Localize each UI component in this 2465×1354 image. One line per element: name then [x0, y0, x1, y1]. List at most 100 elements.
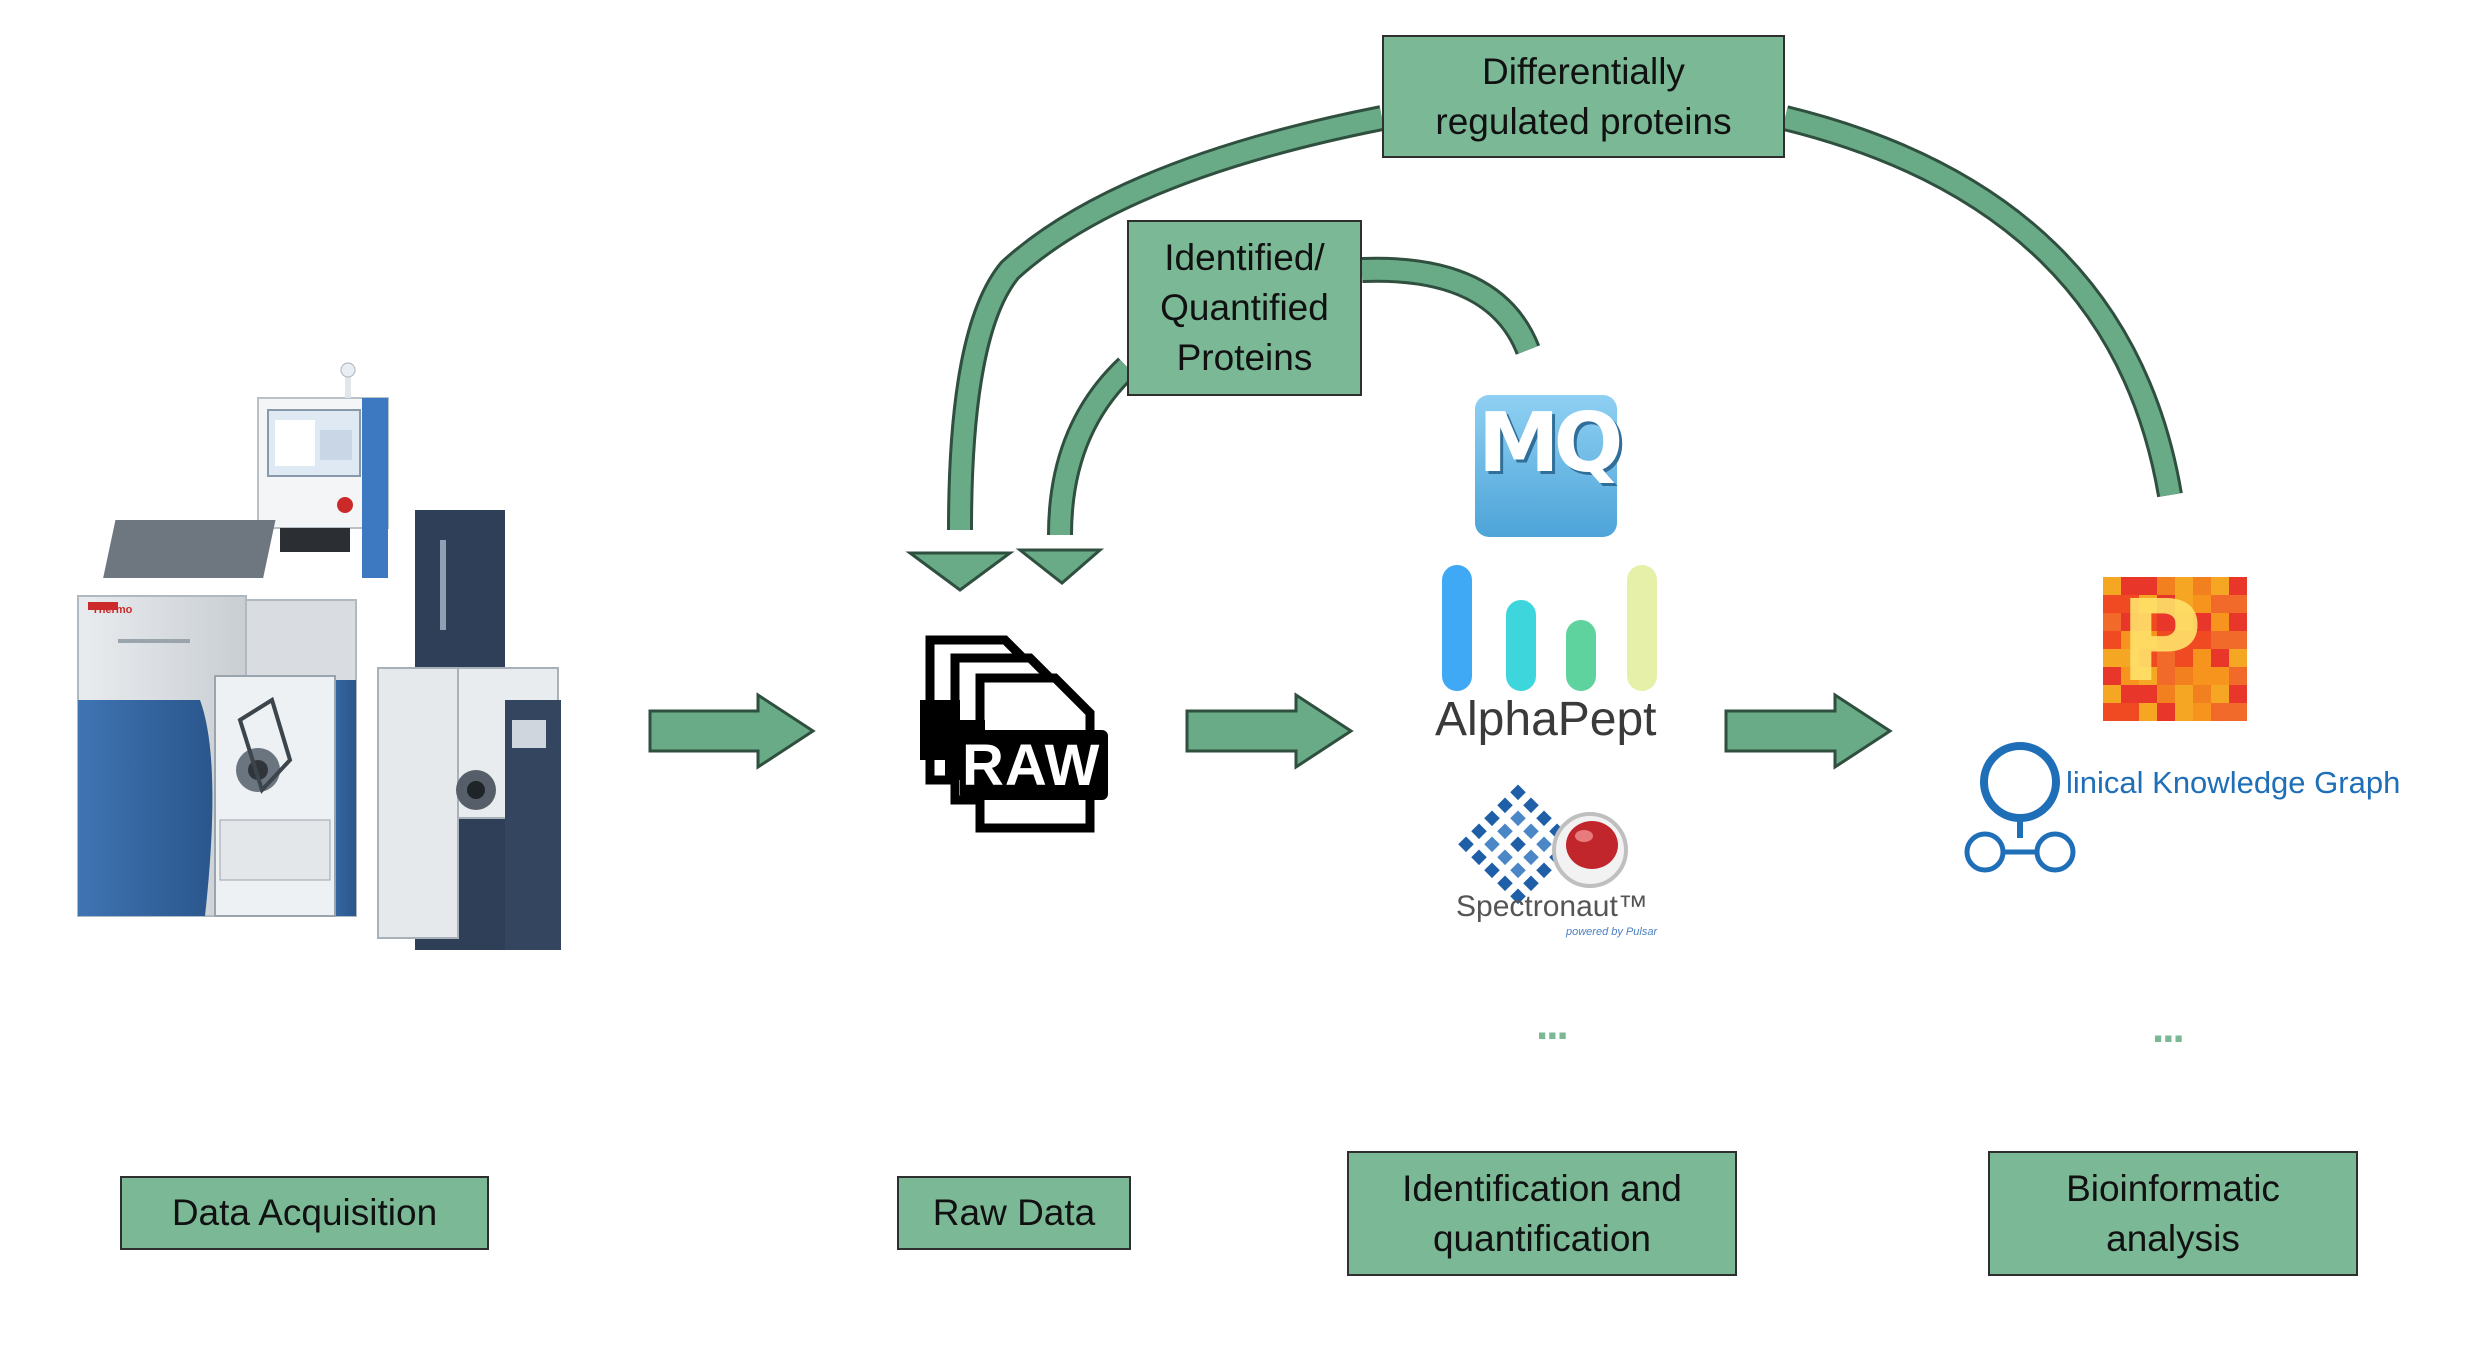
spectronaut-pixel: [1536, 836, 1552, 853]
raw-data-label: Raw Data: [932, 1192, 1096, 1234]
autosampler-unit: [103, 362, 389, 578]
flow-arrow-3: [1724, 692, 1893, 770]
more-analysis-ellipsis: ...: [2152, 1003, 2185, 1052]
p-logo-pixel: [2193, 613, 2211, 631]
maxquant-logo: [1475, 395, 1617, 537]
p-logo-pixel: [2229, 577, 2247, 595]
p-logo-pixel: [2229, 703, 2247, 721]
spectronaut-pixel: [1510, 810, 1526, 827]
identified-arrow-right-body: [1361, 259, 1538, 354]
spectronaut-pixel: [1510, 784, 1526, 801]
instrument-brand-label: Thermo: [92, 604, 133, 616]
p-logo-pixel: [2175, 595, 2193, 613]
p-logo-pixel: [2193, 631, 2211, 649]
spectronaut-pixel: [1523, 823, 1539, 840]
p-logo-pixel: [2211, 577, 2229, 595]
p-logo-pixel: [2193, 649, 2211, 667]
identified-quantified-box: Identified/ Quantified Proteins: [1127, 220, 1362, 396]
p-logo-pixel: [2157, 631, 2175, 649]
p-logo-pixel: [2157, 595, 2175, 613]
p-logo-pixel: [2139, 703, 2157, 721]
p-logo-pixel: [2175, 577, 2193, 595]
p-logo-pixel: [2211, 649, 2229, 667]
spectronaut-pixel: [1523, 797, 1539, 814]
spectronaut-pixel: [1471, 823, 1487, 840]
p-logo-pixel: [2121, 577, 2139, 595]
more-tools-ellipsis: ...: [1536, 1000, 1569, 1049]
p-logo-pixel: [2229, 631, 2247, 649]
p-logo-pixel: [2121, 703, 2139, 721]
spectronaut-pixel: [1523, 875, 1539, 892]
p-logo-pixel: [2211, 595, 2229, 613]
spectronaut-pixel: [1523, 849, 1539, 866]
p-logo-pixel: [2139, 631, 2157, 649]
p-logo-pixel: [2121, 667, 2139, 685]
identification-box: Identification and quantification: [1347, 1151, 1737, 1276]
raw-icon-label: RAW: [962, 733, 1101, 798]
spectronaut-pixel: [1484, 862, 1500, 879]
identified-line-2: Quantified: [1160, 287, 1329, 329]
p-logo-pixel: [2229, 649, 2247, 667]
p-logo-pixel: [2229, 667, 2247, 685]
p-logo-letter: P: [2120, 577, 2203, 707]
p-logo-pixel: [2121, 685, 2139, 703]
identified-arrow-left-head: [1015, 548, 1105, 585]
p-logo-pixel: [2103, 703, 2121, 721]
p-logo-pixel: [2121, 631, 2139, 649]
p-logo-pixel: [2139, 667, 2157, 685]
p-logo-pixel: [2193, 685, 2211, 703]
spectronaut-pixel: [1471, 849, 1487, 866]
spectronaut-pixel: [1484, 836, 1500, 853]
spectronaut-pixel: [1484, 810, 1500, 827]
p-logo-pixel: [2211, 613, 2229, 631]
spectronaut-pixel: [1458, 836, 1474, 853]
differential-arrow-right-outline: [1781, 105, 2183, 498]
p-logo-pixel: [2121, 649, 2139, 667]
spectronaut-helmet: [1552, 812, 1628, 888]
p-logo-pixel: [2193, 577, 2211, 595]
raw-data-box: Raw Data: [897, 1176, 1131, 1250]
identification-line-2: quantification: [1432, 1217, 1652, 1259]
differential-arrow-right-body: [1782, 108, 2180, 497]
p-logo-pixel: [2175, 631, 2193, 649]
p-logo-pixel: [2229, 613, 2247, 631]
identified-line-3: Proteins: [1176, 336, 1313, 378]
differential-line-1: Differentially: [1482, 50, 1685, 92]
p-logo-pixel: [2175, 685, 2193, 703]
p-logo-pixel: [2193, 703, 2211, 721]
flow-arrow-2: [1185, 692, 1354, 770]
p-logo-pixel: [2211, 685, 2229, 703]
p-logo-pixel: [2103, 685, 2121, 703]
ckg-initial: C: [2001, 752, 2002, 753]
p-logo-pixel: [2193, 595, 2211, 613]
maxquant-label: MQ: [1478, 396, 1623, 491]
p-logo-pixel: [2103, 631, 2121, 649]
p-logo-pixel: [2175, 667, 2193, 685]
differential-arrow-left-head: [905, 551, 1015, 592]
spectronaut-label: Spectronaut™: [1456, 890, 1648, 923]
p-logo-pixel: [2121, 613, 2139, 631]
ckg-logo-icon: [1964, 742, 2076, 873]
p-logo-pixel: [2211, 667, 2229, 685]
bioinformatic-line-1: Bioinformatic: [2066, 1167, 2280, 1209]
feedback-arrows: [905, 105, 2183, 592]
p-logo-pixel: [2193, 667, 2211, 685]
p-logo-pixel: [2175, 613, 2193, 631]
spectronaut-subtitle: powered by Pulsar: [1566, 926, 1658, 938]
p-logo-pixel: [2103, 649, 2121, 667]
spectronaut-pixel: [1497, 797, 1513, 814]
mass-spectrometer-illustration: [77, 362, 561, 950]
p-logo-pixel: [2103, 595, 2121, 613]
p-logo-pixel: [2139, 613, 2157, 631]
spectronaut-pixel: [1536, 862, 1552, 879]
p-logo-pixel: [2157, 649, 2175, 667]
alphapept-logo-bars: [1442, 565, 1657, 691]
p-logo-pixel: [2175, 649, 2193, 667]
p-logo-pixel: [2121, 595, 2139, 613]
p-logo-pixel: [2157, 685, 2175, 703]
flow-arrow-1: [648, 692, 816, 770]
spectronaut-pixel: [1497, 875, 1513, 892]
differential-line-2: regulated proteins: [1435, 100, 1732, 142]
